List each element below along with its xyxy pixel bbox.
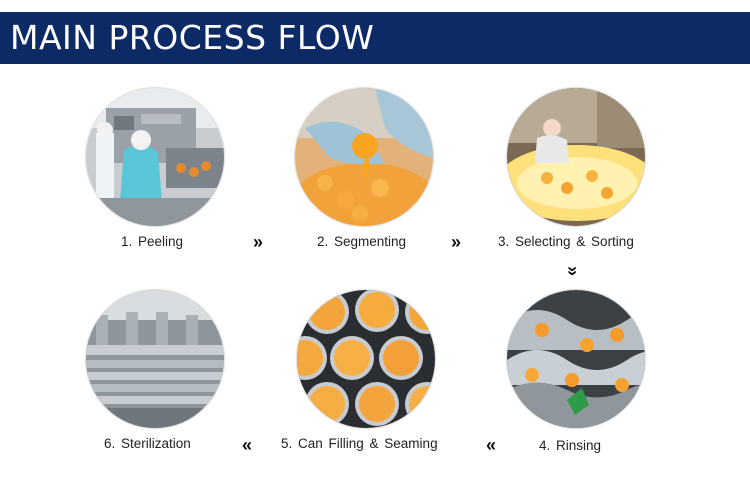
step-6-label: 6. Sterilization (104, 436, 191, 451)
step-6-image-sterilization (86, 290, 224, 428)
arrow-right-1: » (253, 233, 263, 251)
step-4-label: 4. Rinsing (539, 438, 601, 453)
arrow-left-2: « (486, 436, 496, 454)
step-3-image-selecting-sorting (507, 88, 645, 226)
step-5-image-can-filling-seaming (297, 290, 435, 428)
step-1-image-peeling (86, 88, 224, 226)
arrow-left-1: « (242, 436, 252, 454)
header-banner: MAIN PROCESS FLOW (0, 12, 750, 64)
page-title: MAIN PROCESS FLOW (10, 18, 374, 57)
step-2-label: 2. Segmenting (317, 234, 406, 249)
step-5-label: 5. Can Filling & Seaming (281, 436, 438, 451)
arrow-right-2: » (451, 233, 461, 251)
step-2-image-segmenting (295, 88, 433, 226)
step-1-label: 1. Peeling (121, 234, 183, 249)
step-4-image-rinsing (507, 290, 645, 428)
step-3-label: 3. Selecting & Sorting (498, 234, 634, 249)
arrow-down: » (564, 266, 582, 276)
